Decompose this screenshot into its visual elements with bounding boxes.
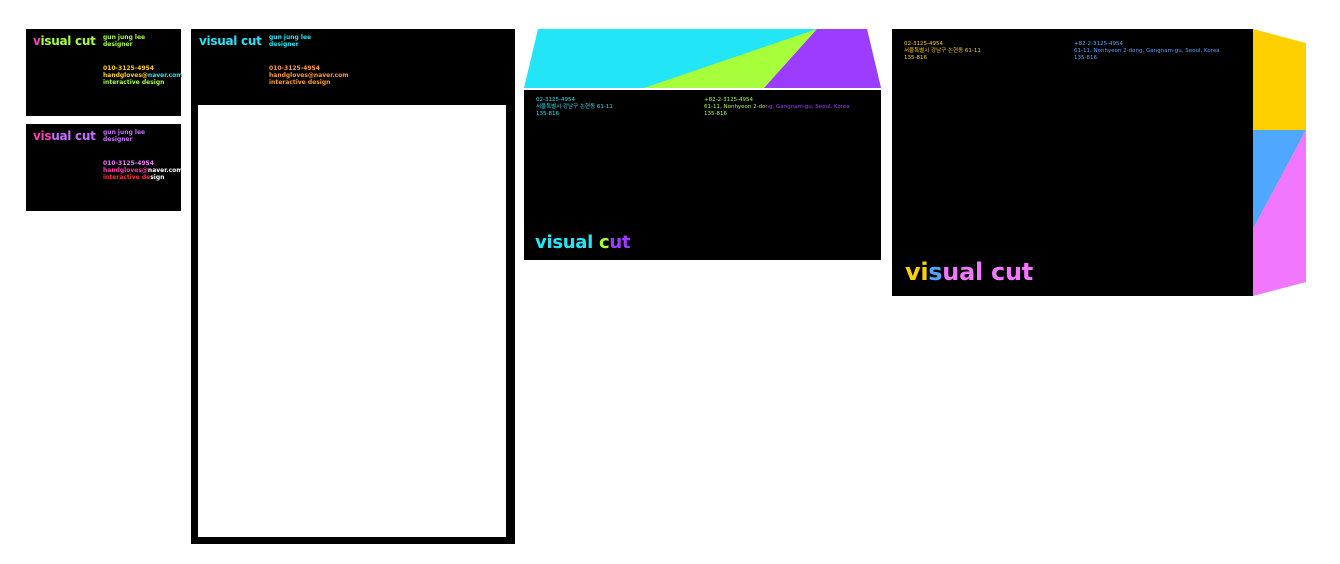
envelope-address-ko: 서울특별시 강남구 논현동 61-11 xyxy=(904,48,981,54)
letterhead-title: designer xyxy=(269,41,299,48)
envelope-address-ko: 서울특별시 강남구 논현동 61-11 xyxy=(536,104,613,110)
large-envelope-body: 02-3125-4954 서울특별시 강남구 논현동 61-11 135-816… xyxy=(892,29,1253,296)
logo-letter: a xyxy=(59,34,68,48)
card-title: designer xyxy=(103,41,133,48)
envelope-body: 02-3125-4954 서울특별시 강남구 논현동 61-11 135-816… xyxy=(524,90,881,260)
envelope-phone: 02-3125-4954 xyxy=(536,97,575,103)
card-field: interactive design xyxy=(103,79,165,86)
letterhead-paper xyxy=(198,105,506,537)
card-phone: 010-3125-4954 xyxy=(103,65,154,72)
logo: visual cut xyxy=(33,129,96,143)
logo: visual cut xyxy=(199,34,262,48)
business-card-front: visual cut gun jung lee designer 010-312… xyxy=(26,29,183,116)
card-email: handgloves@naver.com xyxy=(103,167,183,174)
logo: visual cut xyxy=(905,258,1033,286)
letterhead: visual cut gun jung lee designer 010-312… xyxy=(191,29,515,544)
logo: visual cut xyxy=(535,232,631,253)
envelope-phone-intl: +82-2-3125-4954 xyxy=(1074,41,1124,47)
envelope-phone-intl: +82-2-3125-4954 xyxy=(704,97,754,103)
logo-letter: u xyxy=(51,34,60,48)
card-phone: 010-3125-4954 xyxy=(103,160,154,167)
card-name: gun jung lee xyxy=(103,129,146,136)
letterhead-email: handgloves@naver.com xyxy=(269,72,349,79)
card-email: handgloves@naver.com xyxy=(103,72,183,79)
envelope-postal: 135-816 xyxy=(904,55,927,61)
envelope-phone: 02-3125-4954 xyxy=(904,41,943,47)
logo-letter: l xyxy=(67,34,72,48)
logo-letter: v xyxy=(33,34,41,48)
envelope-address-en: 61-11, Nonhyeon 2-dong, Gangnam-gu, Seou… xyxy=(704,104,850,110)
letterhead-phone: 010-3125-4954 xyxy=(269,65,320,72)
letterhead-name: gun jung lee xyxy=(269,34,312,41)
logo-letter: c xyxy=(74,34,82,48)
logo-letter: s xyxy=(44,34,52,48)
logo: visual cut xyxy=(33,34,96,48)
envelope-flap xyxy=(524,29,881,88)
card-title: designer xyxy=(103,136,133,143)
business-card-back: visual cut gun jung lee designer 010-312… xyxy=(26,124,183,211)
envelope-postal-intl: 135-816 xyxy=(704,111,727,117)
logo-letter: i xyxy=(40,34,45,48)
large-envelope-flap xyxy=(1253,29,1306,296)
card-name: gun jung lee xyxy=(103,34,146,41)
envelope-postal: 135-816 xyxy=(536,111,559,117)
logo-letter: u xyxy=(81,34,91,48)
card-field: interactive design xyxy=(103,174,165,181)
envelope-postal-intl: 135-816 xyxy=(1074,55,1097,61)
envelope-address-en: 61-11, Nonhyeon 2-dong, Gangnam-gu, Seou… xyxy=(1074,48,1220,54)
letterhead-field: interactive design xyxy=(269,79,331,86)
logo-letter: t xyxy=(90,34,96,48)
